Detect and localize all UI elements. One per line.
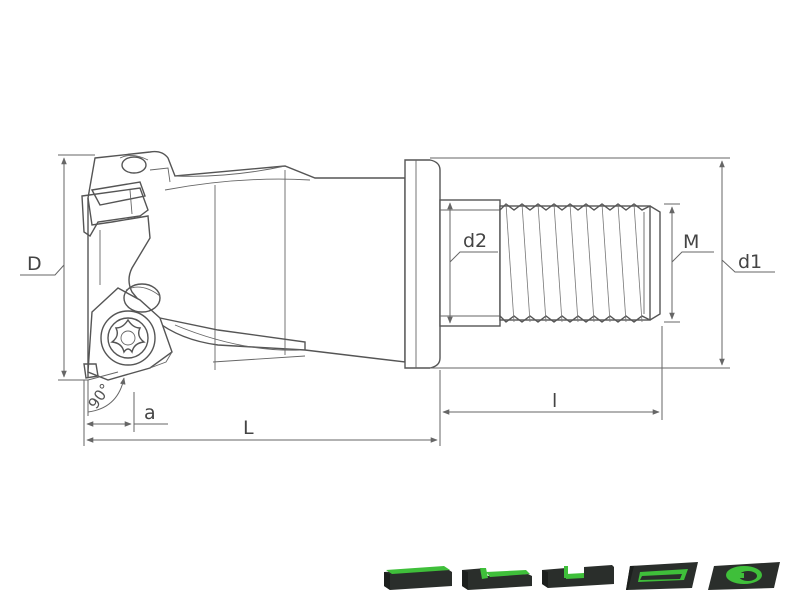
thread-flank	[505, 203, 515, 323]
thread-flank	[553, 203, 563, 323]
dimension-d1: d1	[430, 157, 775, 369]
label-M: M	[683, 231, 699, 253]
label-l: l	[552, 390, 557, 412]
thread-flank	[617, 203, 627, 323]
shank	[404, 159, 501, 369]
thread-flank	[601, 203, 611, 323]
shoulder-milling-icon	[462, 568, 532, 590]
label-a: a	[144, 402, 156, 424]
pocket-milling-icon	[626, 562, 698, 590]
dimension-M: M	[664, 203, 714, 323]
dimension-L: L	[83, 380, 441, 446]
dimension-l: l	[439, 326, 663, 420]
insert-lower	[83, 283, 173, 381]
label-d2: d2	[463, 230, 487, 252]
dimension-D: D	[20, 154, 95, 381]
thread-flank	[585, 203, 595, 323]
face-milling-icon	[384, 566, 452, 590]
label-d1: d1	[738, 251, 762, 273]
thread-flank	[569, 203, 579, 323]
circular-milling-icon	[708, 562, 780, 590]
torx-screw-icon	[110, 318, 146, 354]
dimension-d2: d2	[447, 202, 498, 324]
cutter-head	[81, 150, 406, 378]
machining-icons	[384, 562, 780, 590]
thread-flank	[521, 203, 531, 323]
label-L: L	[243, 417, 254, 439]
thread	[499, 203, 661, 323]
thread-flank	[633, 203, 643, 323]
slot-milling-icon	[542, 565, 614, 588]
label-D: D	[27, 253, 42, 275]
label-angle: 90°	[85, 380, 115, 412]
dimension-a: a	[86, 392, 168, 432]
thread-flank	[537, 203, 547, 323]
